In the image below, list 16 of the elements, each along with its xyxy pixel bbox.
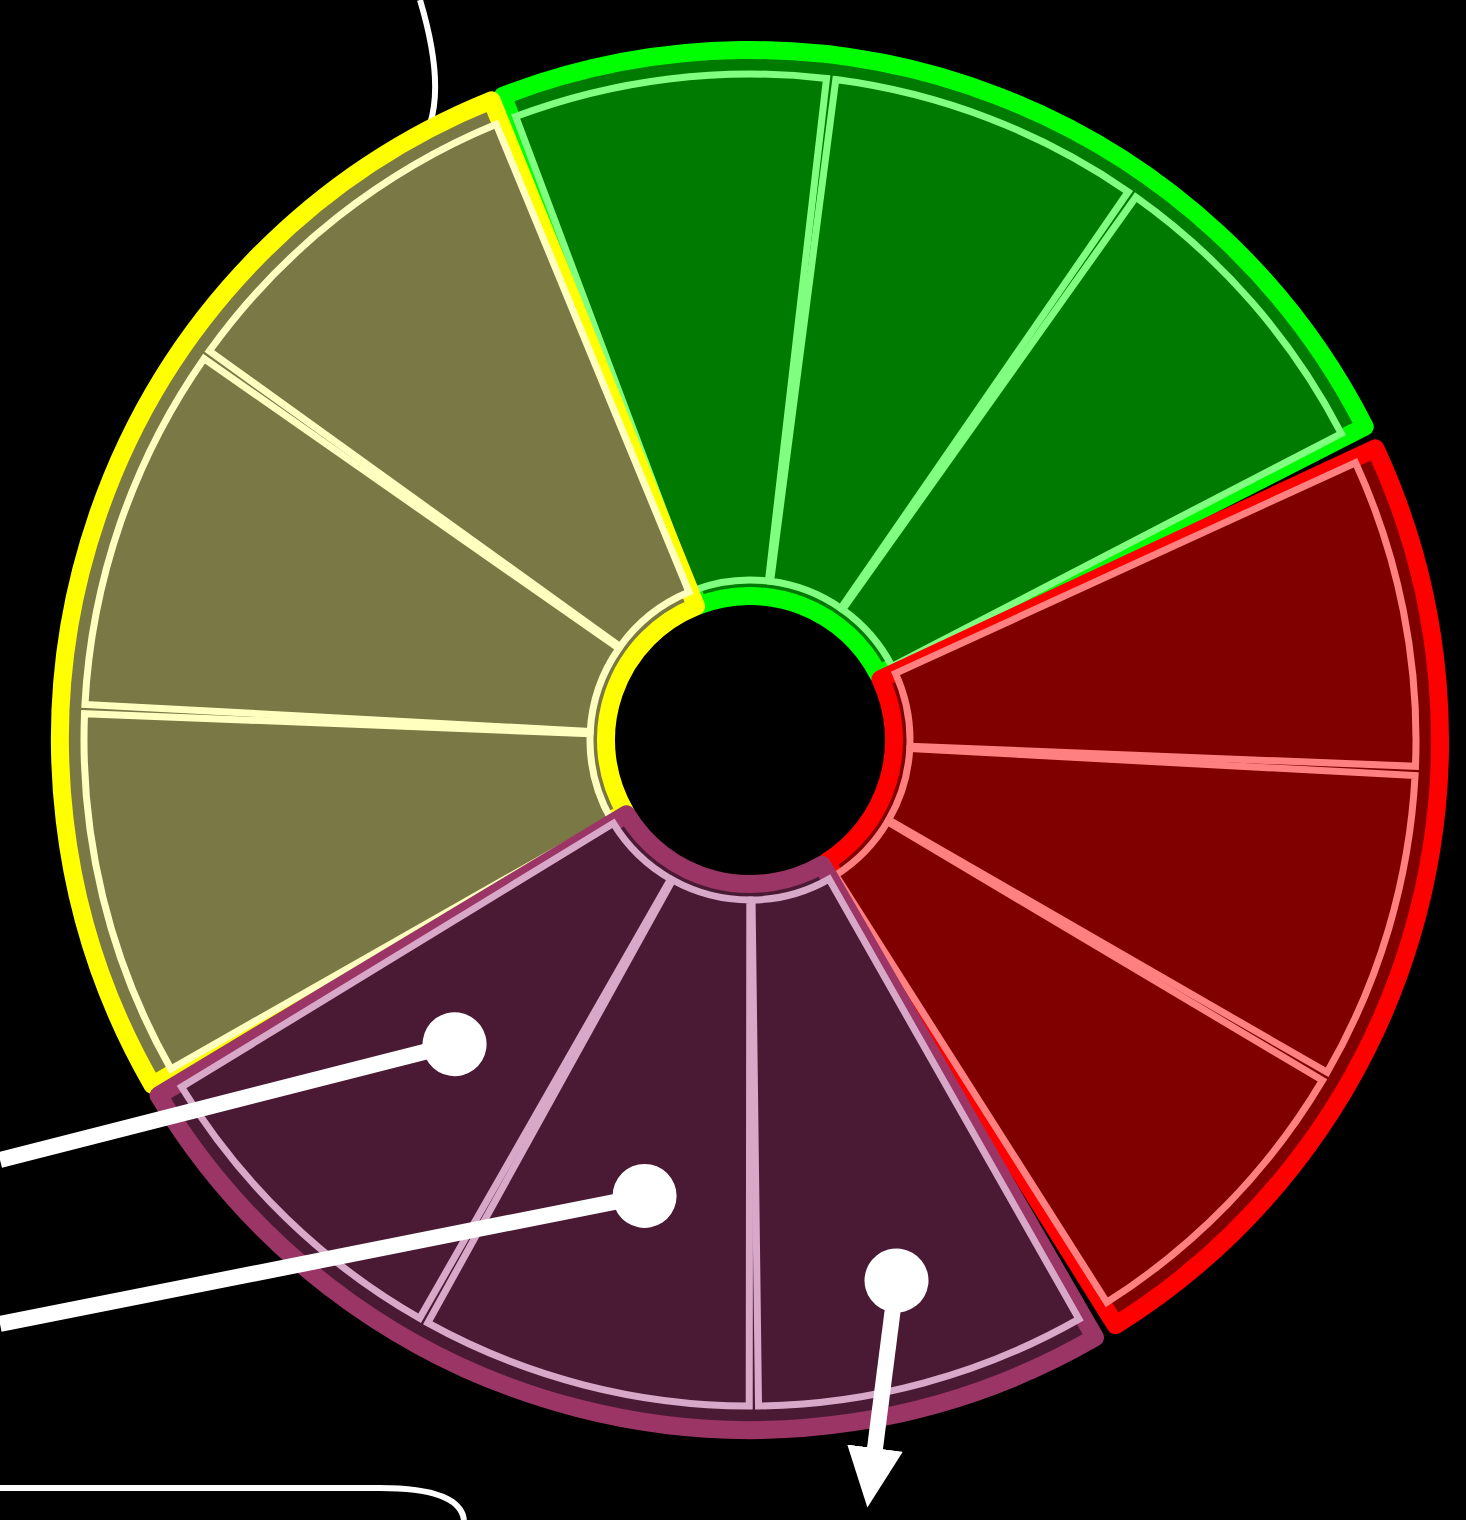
ring-segment — [767, 76, 1132, 612]
ring-segment — [512, 70, 831, 594]
ring-segment — [885, 745, 1419, 1076]
leader-line — [0, 1012, 487, 1168]
ring-segment — [205, 120, 693, 651]
ring-segment — [832, 818, 1326, 1306]
ring-segment — [839, 193, 1345, 670]
ring-segment — [892, 459, 1419, 770]
ring-segment — [748, 875, 1083, 1410]
ring-segment — [424, 876, 754, 1410]
ring-segment — [178, 819, 675, 1322]
ring-segment — [81, 710, 615, 1073]
ring-segment — [81, 355, 623, 735]
ring-sector — [149, 805, 1104, 1439]
arrow — [847, 1248, 929, 1508]
leader-line — [0, 1164, 677, 1332]
